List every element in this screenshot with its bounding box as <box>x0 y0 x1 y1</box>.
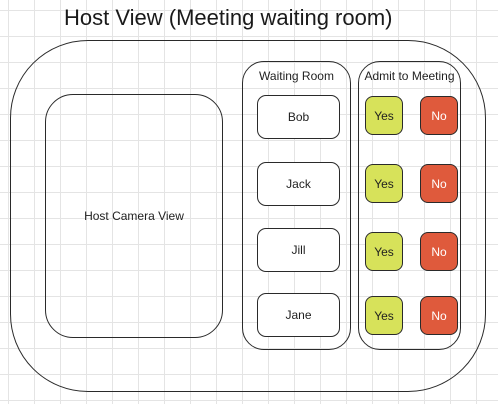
admit-yes-button-jill[interactable]: Yes <box>365 232 403 271</box>
guest-jill[interactable]: Jill <box>257 228 340 272</box>
waiting-room-panel: Waiting Room <box>242 61 351 350</box>
guest-jack[interactable]: Jack <box>257 162 340 206</box>
admit-yes-button-bob[interactable]: Yes <box>365 96 403 135</box>
guest-jane[interactable]: Jane <box>257 293 340 337</box>
admit-no-button-jack[interactable]: No <box>420 164 458 203</box>
guest-bob[interactable]: Bob <box>257 95 340 139</box>
admit-no-button-jill[interactable]: No <box>420 232 458 271</box>
admit-yes-button-jack[interactable]: Yes <box>365 164 403 203</box>
admit-heading: Admit to Meeting <box>364 69 455 83</box>
admit-no-button-jane[interactable]: No <box>420 296 458 335</box>
host-camera-view: Host Camera View <box>45 94 223 338</box>
host-camera-label: Host Camera View <box>84 209 184 223</box>
admit-panel: Admit to Meeting <box>358 61 461 350</box>
admit-yes-button-jane[interactable]: Yes <box>365 296 403 335</box>
admit-no-button-bob[interactable]: No <box>420 96 458 135</box>
page-title: Host View (Meeting waiting room) <box>64 5 393 30</box>
waiting-room-heading: Waiting Room <box>259 69 334 83</box>
host-view-frame <box>10 40 486 392</box>
